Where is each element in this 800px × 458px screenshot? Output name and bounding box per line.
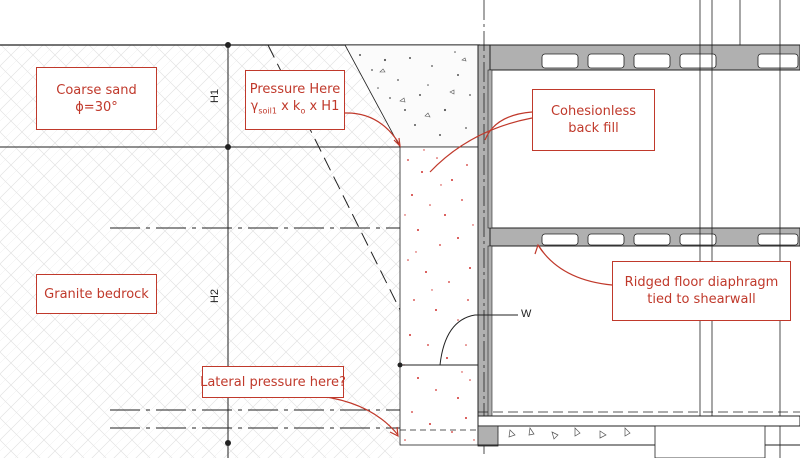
formula-tail: x H1	[305, 98, 340, 114]
coarse-sand-line1: Coarse sand	[56, 82, 137, 98]
interior-columns	[487, 0, 781, 458]
lateral-pressure-arrow	[389, 426, 399, 438]
backfill-zone	[399, 146, 479, 446]
floor-hollowcore	[541, 233, 799, 246]
base-gravel	[491, 427, 631, 440]
cohesionless-leader-2	[429, 117, 533, 173]
formula-gamma: γ	[250, 98, 259, 114]
dimension-dot-mid	[225, 144, 231, 150]
lateral-pressure-line1: Lateral pressure here?	[200, 374, 346, 390]
formula-k-sub: o	[300, 106, 306, 116]
dimension-dot-top	[225, 42, 231, 48]
dimension-h1-label: H1	[209, 88, 222, 104]
pit-outline	[654, 425, 766, 458]
granite-line1: Granite bedrock	[44, 286, 149, 302]
pressure-here-line1: Pressure Here	[249, 81, 341, 97]
cohesionless-backfill-label: Cohesionless back fill	[532, 89, 655, 151]
wall-footing	[477, 425, 499, 447]
coarse-sand-line2: ϕ=30°	[75, 99, 118, 115]
pressure-here-label: Pressure Here γsoil1 x ko x H1	[245, 70, 345, 130]
w-leader	[439, 314, 518, 366]
coarse-sand-label: Coarse sand ϕ=30°	[36, 67, 157, 130]
backfill-dots	[403, 149, 475, 441]
granite-bedrock-label: Granite bedrock	[36, 274, 157, 314]
ridged-floor-diaphragm-label: Ridged floor diaphragm tied to shearwall	[612, 261, 791, 321]
ridged-floor-line2: tied to shearwall	[647, 292, 756, 307]
formula-soil-sub: soil1	[258, 106, 277, 116]
pressure-formula: γsoil1 x ko x H1	[251, 98, 340, 120]
base-slab	[477, 415, 800, 427]
dimension-dot-bottom	[225, 440, 231, 446]
gravel-texture	[359, 51, 471, 136]
ridged-floor-line1: Ridged floor diaphragm	[624, 275, 779, 290]
pressure-here-arrow	[393, 137, 401, 148]
w-label: W	[521, 308, 532, 320]
dimension-h2-label: H2	[209, 288, 222, 304]
cohesionless-line1: Cohesionless	[550, 104, 636, 119]
lateral-pressure-label: Lateral pressure here?	[200, 366, 346, 398]
floor-diaphragm-arrow	[534, 243, 544, 255]
cohesionless-line2: back fill	[568, 121, 619, 136]
roof-hollowcore	[541, 53, 799, 69]
pressure-here-leader	[344, 112, 401, 146]
floor-diaphragm-leader	[537, 244, 613, 286]
level-dot	[397, 362, 403, 368]
formula-k: x k	[276, 98, 301, 114]
cohesionless-leader-1	[484, 111, 533, 141]
